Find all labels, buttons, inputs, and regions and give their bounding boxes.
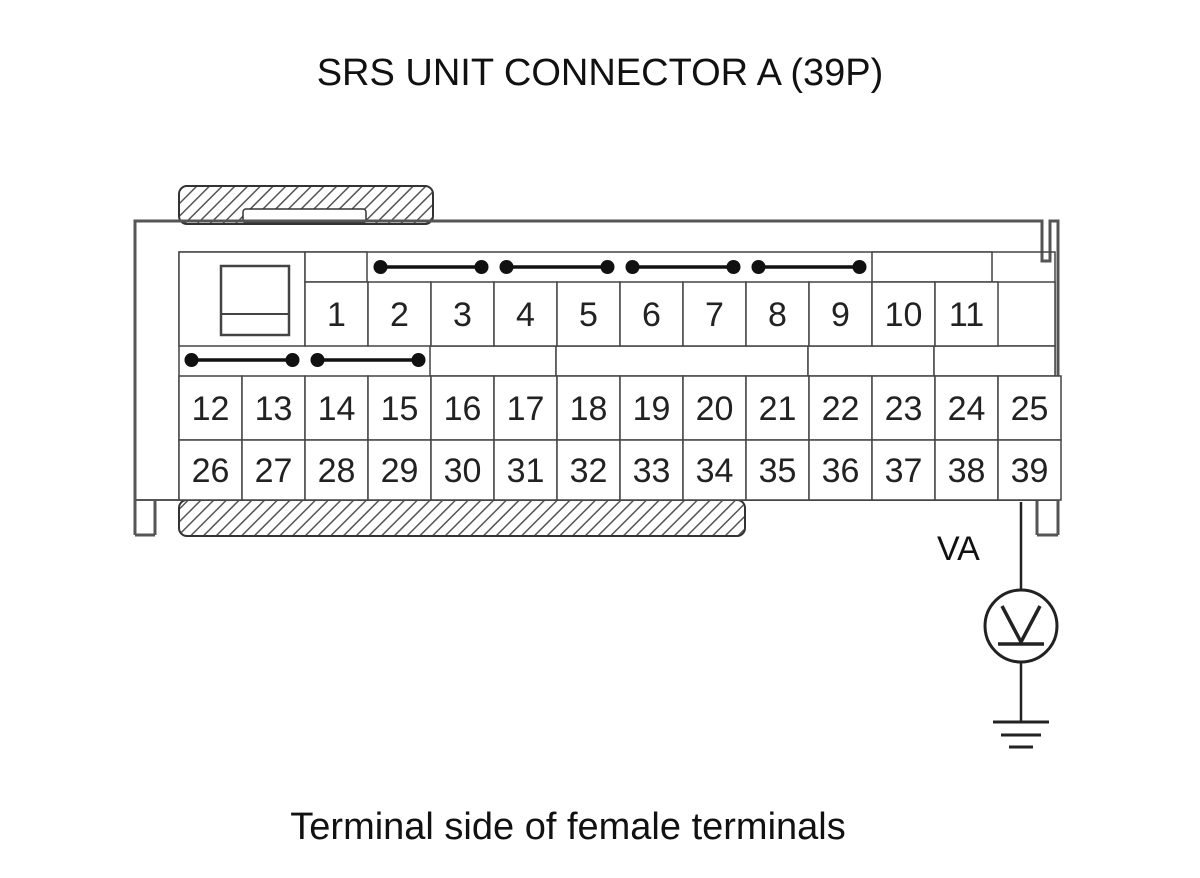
pin-label: 2 bbox=[390, 296, 409, 334]
pin-label: 37 bbox=[885, 452, 923, 490]
pin-cell bbox=[178, 439, 243, 501]
pin-label: 28 bbox=[318, 452, 356, 490]
pin-cell bbox=[619, 281, 684, 347]
pin-cell bbox=[367, 375, 432, 441]
pin-label: 13 bbox=[255, 390, 293, 428]
pin-cell bbox=[304, 281, 369, 347]
pin-label: 31 bbox=[507, 452, 545, 490]
pin-cell bbox=[745, 439, 810, 501]
pin-label: 34 bbox=[696, 452, 734, 490]
voltmeter-icon bbox=[983, 588, 1059, 664]
pin-label: 15 bbox=[381, 390, 419, 428]
pin-label: 18 bbox=[570, 390, 608, 428]
shorting-bar bbox=[373, 260, 489, 274]
shorting-bars bbox=[184, 260, 867, 367]
shorting-bar bbox=[499, 260, 615, 274]
pin-cell bbox=[934, 281, 999, 347]
pin-cell bbox=[556, 281, 621, 347]
pin-cell bbox=[619, 375, 684, 441]
pin-label: 33 bbox=[633, 452, 671, 490]
pin-cell bbox=[241, 439, 306, 501]
pin-label: 7 bbox=[705, 296, 724, 334]
pin-label: 23 bbox=[885, 390, 923, 428]
pin-label: 32 bbox=[570, 452, 608, 490]
pin-cell bbox=[241, 375, 306, 441]
pin-cell bbox=[745, 375, 810, 441]
ground-icon bbox=[993, 720, 1049, 749]
pin-label: 9 bbox=[831, 296, 850, 334]
pin-label: 29 bbox=[381, 452, 419, 490]
pin-label: 20 bbox=[696, 390, 734, 428]
pin-cell bbox=[997, 375, 1062, 441]
pin-label: 24 bbox=[948, 390, 986, 428]
pin-label: 5 bbox=[579, 296, 598, 334]
pin-label: 21 bbox=[759, 390, 797, 428]
pin-label: 1 bbox=[327, 296, 346, 334]
pin-label: 35 bbox=[759, 452, 797, 490]
pin-cell bbox=[808, 281, 873, 347]
pin-label: 25 bbox=[1011, 390, 1049, 428]
diagram-title: SRS UNIT CONNECTOR A (39P) bbox=[316, 52, 884, 94]
pin-cell bbox=[304, 439, 369, 501]
pin-cell bbox=[556, 439, 621, 501]
connector-bottom-rail bbox=[178, 499, 746, 537]
pin-label: 10 bbox=[885, 296, 923, 334]
pin-cell bbox=[367, 439, 432, 501]
middle-divider bbox=[429, 345, 1056, 377]
pin-label: 36 bbox=[822, 452, 860, 490]
probe-label: VA bbox=[937, 530, 980, 568]
upper-divider bbox=[304, 251, 1056, 347]
pin-cell bbox=[682, 439, 747, 501]
pin-cell bbox=[619, 439, 684, 501]
connector-top-latch bbox=[178, 185, 434, 225]
pin-cell bbox=[304, 375, 369, 441]
pin-label: 26 bbox=[192, 452, 230, 490]
pin-label: 30 bbox=[444, 452, 482, 490]
connector-key bbox=[178, 251, 306, 347]
pin-cell bbox=[178, 375, 243, 441]
pin-cell bbox=[493, 281, 558, 347]
pin-label: 4 bbox=[516, 296, 535, 334]
pin-label: 6 bbox=[642, 296, 661, 334]
pin-cell bbox=[430, 439, 495, 501]
pin-cell bbox=[367, 281, 432, 347]
pin-label: 11 bbox=[949, 296, 984, 334]
pin-label: 17 bbox=[507, 390, 545, 428]
pin-label: 38 bbox=[948, 452, 986, 490]
shorting-bar bbox=[310, 353, 426, 367]
diagram-caption: Terminal side of female terminals bbox=[290, 806, 846, 848]
pin-label: 3 bbox=[453, 296, 472, 334]
pin-label: 8 bbox=[768, 296, 787, 334]
shorting-bar bbox=[184, 353, 300, 367]
pin-label: 19 bbox=[633, 390, 671, 428]
pin-label: 39 bbox=[1011, 452, 1049, 490]
pin-label: 27 bbox=[255, 452, 293, 490]
pin-cell bbox=[871, 281, 936, 347]
pin-label: 22 bbox=[822, 390, 860, 428]
shorting-bar bbox=[751, 260, 867, 274]
pin-label: 12 bbox=[192, 390, 230, 428]
pin-cell bbox=[682, 375, 747, 441]
pin-cell bbox=[997, 439, 1062, 501]
pin-cell bbox=[934, 439, 999, 501]
shorting-bar bbox=[625, 260, 741, 274]
pin-cell bbox=[745, 281, 810, 347]
pin-cell bbox=[871, 439, 936, 501]
pin-label: 14 bbox=[318, 390, 356, 428]
pin-label: 16 bbox=[444, 390, 482, 428]
pin-cell bbox=[871, 375, 936, 441]
